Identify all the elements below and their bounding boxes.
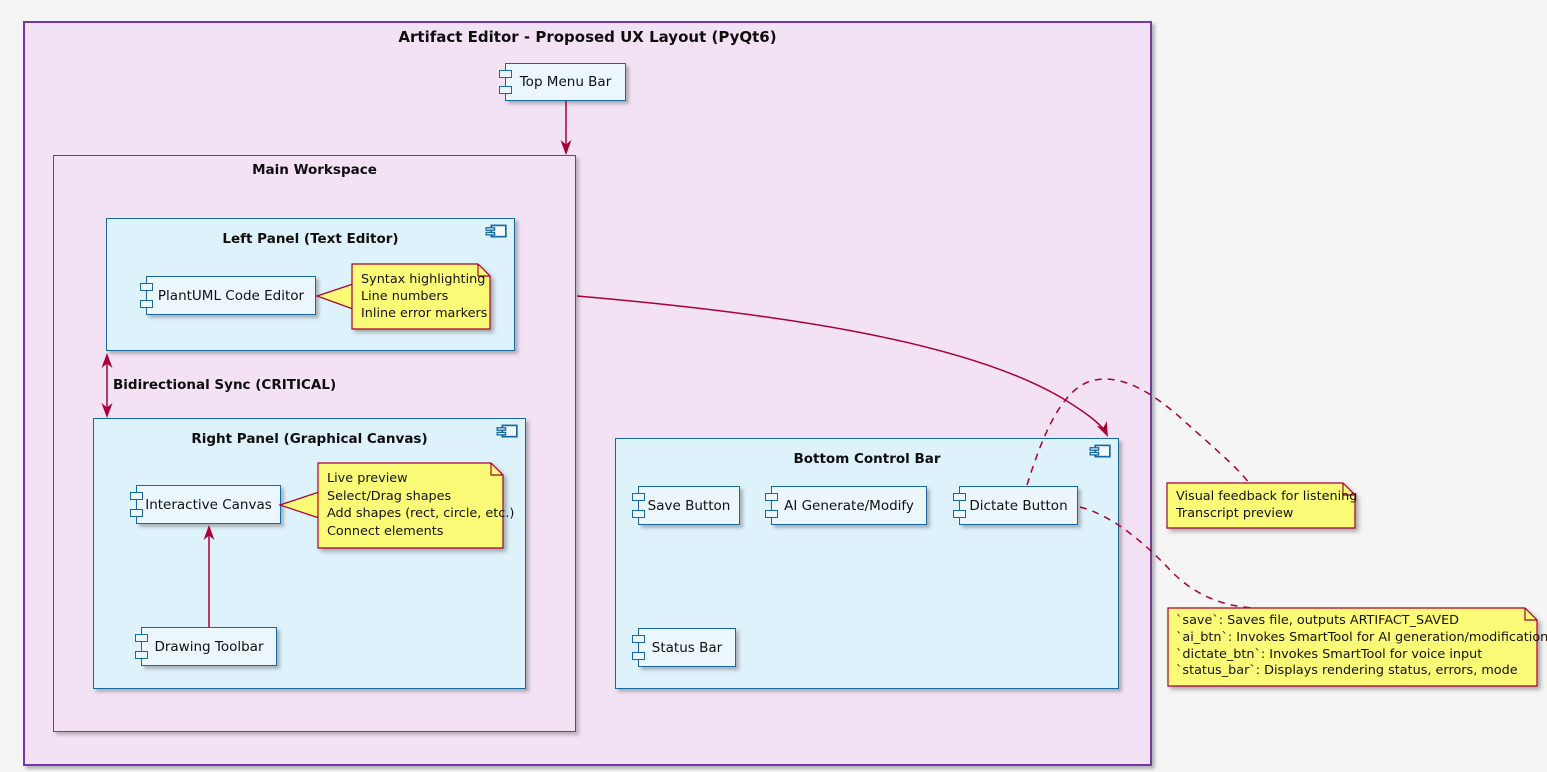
top-menu-bar-label: Top Menu Bar <box>519 74 612 90</box>
note-listening-feedback-text: Visual feedback for listening Transcript… <box>1176 489 1358 521</box>
component-port-icon <box>140 283 153 291</box>
dictate-button-label: Dictate Button <box>969 497 1068 514</box>
edge-label-bidirectional-sync: Bidirectional Sync (CRITICAL) <box>113 377 337 393</box>
component-interactive-canvas: Interactive Canvas <box>130 485 281 524</box>
component-port-icon <box>765 493 778 501</box>
component-port-icon <box>140 300 153 308</box>
component-port-icon <box>130 492 143 500</box>
component-save-button: Save Button <box>632 486 740 525</box>
left-panel-title: Left Panel (Text Editor) <box>222 231 399 247</box>
component-dictate-button: Dictate Button <box>953 486 1078 525</box>
component-port-icon <box>135 634 148 642</box>
component-icon <box>1089 444 1111 458</box>
component-port-icon <box>130 509 143 517</box>
interactive-canvas-label: Interactive Canvas <box>145 496 272 513</box>
status-bar-label: Status Bar <box>651 639 723 656</box>
plantuml-code-editor-label: PlantUML Code Editor <box>157 287 305 304</box>
component-ai-generate-modify: AI Generate/Modify <box>765 486 927 525</box>
component-port-icon <box>953 510 966 518</box>
component-port-icon <box>499 70 512 78</box>
right-panel-title: Right Panel (Graphical Canvas) <box>191 431 428 447</box>
ai-generate-modify-label: AI Generate/Modify <box>784 497 914 514</box>
drawing-toolbar-label: Drawing Toolbar <box>154 638 264 655</box>
save-button-label: Save Button <box>647 497 731 514</box>
component-plantuml-code-editor: PlantUML Code Editor <box>140 276 316 315</box>
component-port-icon <box>499 86 512 94</box>
diagram-title: Artifact Editor - Proposed UX Layout (Py… <box>398 28 777 46</box>
component-icon <box>485 224 507 238</box>
bottom-control-bar-title: Bottom Control Bar <box>793 451 941 467</box>
main-workspace-title: Main Workspace <box>252 162 377 178</box>
component-port-icon <box>632 493 645 501</box>
note-editor-features-text: Syntax highlighting Line numbers Inline … <box>361 272 488 321</box>
component-port-icon <box>765 510 778 518</box>
component-port-icon <box>632 652 645 660</box>
component-icon <box>496 424 518 438</box>
component-top-menu-bar: Top Menu Bar <box>499 63 626 101</box>
note-widget-behaviors-text: `save`: Saves file, outputs ARTIFACT_SAV… <box>1176 613 1547 679</box>
component-port-icon <box>632 635 645 643</box>
component-drawing-toolbar: Drawing Toolbar <box>135 627 277 666</box>
component-port-icon <box>953 493 966 501</box>
component-port-icon <box>135 651 148 659</box>
component-status-bar: Status Bar <box>632 628 736 667</box>
note-canvas-features-text: Live preview Select/Drag shapes Add shap… <box>327 471 515 540</box>
component-port-icon <box>632 510 645 518</box>
